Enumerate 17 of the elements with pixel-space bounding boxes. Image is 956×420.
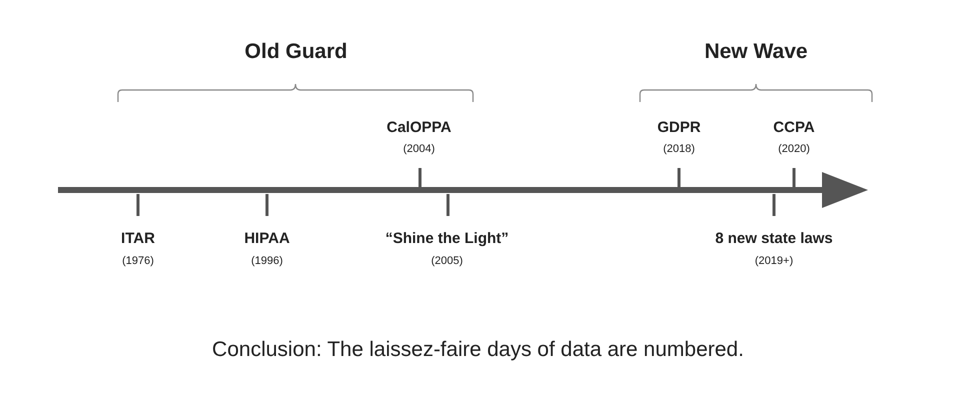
year-label: (2005) — [431, 255, 463, 267]
year-label: (2004) — [403, 143, 435, 155]
year-label: (2020) — [778, 143, 810, 155]
group-heading: Old Guard — [244, 40, 348, 64]
law-label: GDPR — [657, 119, 701, 136]
caption: Conclusion: The laissez-faire days of data are numbered. — [211, 338, 745, 362]
law-label: CCPA — [773, 119, 815, 136]
law-label: ITAR — [121, 230, 155, 247]
year-label: (1976) — [122, 255, 154, 267]
group-heading: New Wave — [704, 40, 808, 64]
year-label: (2018) — [663, 143, 695, 155]
year-label: (1996) — [251, 255, 283, 267]
law-label: HIPAA — [244, 230, 290, 247]
law-label: CalOPPA — [386, 119, 452, 136]
law-label: “Shine the Light” — [385, 230, 509, 247]
year-label: (2019+) — [754, 255, 794, 267]
law-label: 8 new state laws — [715, 230, 833, 247]
